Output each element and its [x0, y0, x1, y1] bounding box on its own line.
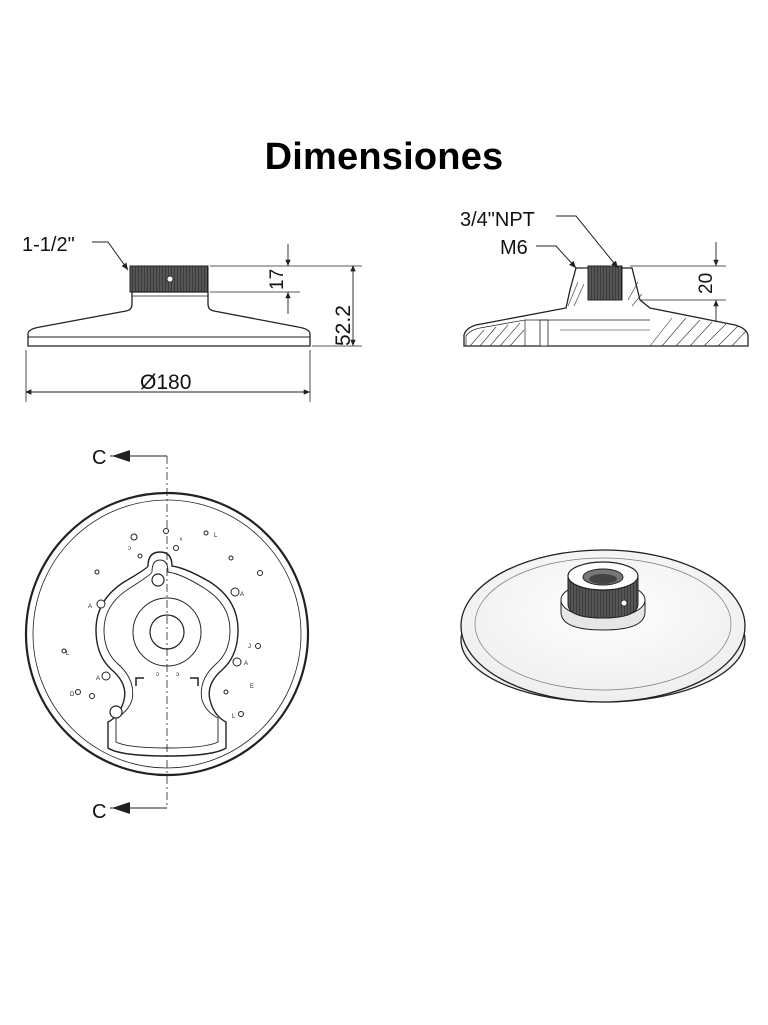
svg-text:L: L — [214, 533, 218, 539]
diameter-label: Ø180 — [140, 371, 191, 394]
height-thread-label: 17 — [267, 269, 288, 290]
section-c-bottom-label: C — [92, 801, 106, 823]
height-total-label: 52.2 — [332, 305, 355, 346]
svg-text:L: L — [66, 651, 70, 657]
svg-text:ɔ: ɔ — [156, 672, 159, 678]
svg-text:J: J — [248, 644, 251, 650]
svg-text:L: L — [232, 714, 236, 720]
section-c-top-label: C — [92, 447, 106, 469]
side-view-right — [463, 215, 749, 347]
svg-text:A: A — [240, 592, 244, 598]
height-right-label: 20 — [696, 273, 717, 294]
perspective-view — [460, 549, 746, 703]
svg-text:ɔ: ɔ — [128, 546, 131, 552]
svg-text:A: A — [244, 661, 248, 667]
svg-text:ᴷ: ᴷ — [180, 537, 183, 544]
npt-label: 3/4"NPT — [460, 209, 535, 231]
npt-thread — [587, 265, 623, 301]
side-view-left — [25, 241, 362, 402]
svg-text:D: D — [70, 692, 75, 698]
m6-label: M6 — [500, 237, 528, 259]
svg-text:E: E — [250, 684, 254, 690]
svg-text:A: A — [88, 604, 92, 610]
page-title: Dimensiones — [264, 136, 504, 178]
thread-size-label: 1-1/2" — [22, 234, 75, 256]
svg-text:A: A — [96, 676, 100, 682]
svg-text:ɔ: ɔ — [176, 672, 179, 678]
